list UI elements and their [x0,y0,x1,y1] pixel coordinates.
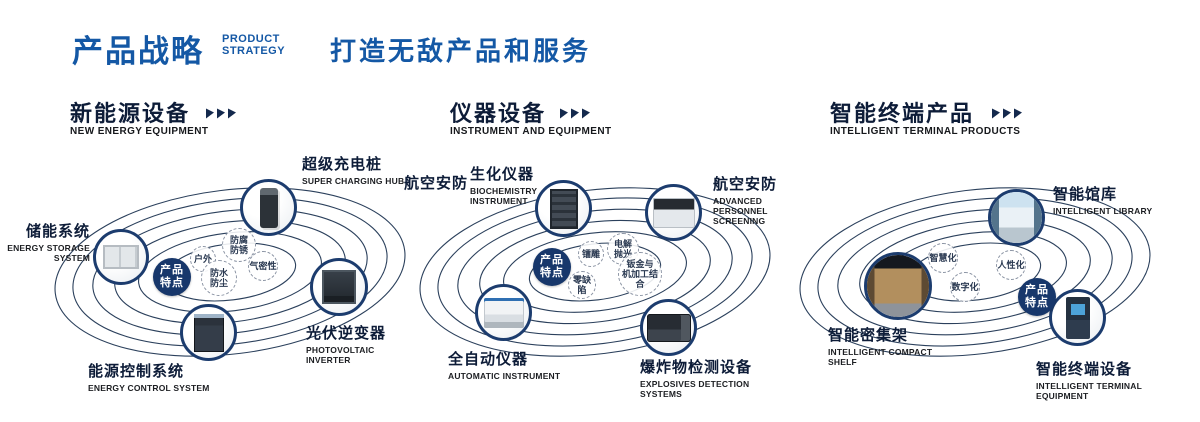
biochemistry-image [549,188,578,229]
product-label-terminal-equipment: 智能终端设备 INTELLIGENT TERMINAL EQUIPMENT [1036,358,1186,401]
section-title-intelligent-terminal: 智能终端产品 [830,101,975,126]
product-label-energy-control: 能源控制系统 ENERGY CONTROL SYSTEM [88,360,213,393]
product-label-aviation-security-left: 航空安防 [404,172,479,193]
product-name-en: SUPER CHARGING HUB [302,176,405,186]
feature-bubble-waterproof: 防水防尘 [201,260,237,296]
product-features-badge: 产品特点 [1018,278,1056,316]
feature-bubble-intelligent: 智慧化 [928,243,958,273]
automatic-instrument-image [483,297,524,328]
product-photo-pv-inverter [310,258,368,316]
triple-arrow-icon [560,106,590,120]
product-name-en: ENERGY CONTROL SYSTEM [88,383,210,393]
product-photo-energy-storage [93,229,149,285]
product-features-badge: 产品特点 [533,248,571,286]
feature-bubble-zero-defect: 零缺陷 [568,271,596,299]
product-photo-personnel-screening [645,184,702,241]
product-label-personnel-screening: 航空安防 ADVANCED PERSONNEL SCREENING [713,173,818,226]
product-label-super-charging-hub: 超级充电桩 SUPER CHARGING HUB [302,153,412,186]
product-photo-super-charging-hub [240,179,297,236]
product-label-biochemistry: 生化仪器 BIOCHEMISTRY INSTRUMENT [470,163,548,206]
product-photo-energy-control [180,304,237,361]
product-name-en: INTELLIGENT TERMINAL EQUIPMENT [1036,381,1142,401]
page-title: 产品战略 [72,34,204,69]
feature-bubble-digital: 数字化 [950,272,980,302]
product-name: 智能馆库 [1053,186,1118,203]
product-label-pv-inverter: 光伏逆变器 PHOTOVOLTAIC INVERTER [306,322,421,365]
energy-control-image [193,313,224,352]
section-subtitle-instrument: INSTRUMENT AND EQUIPMENT [450,126,612,137]
product-name: 生化仪器 [470,166,535,183]
product-photo-explosives-detection [640,299,697,356]
product-name-en: PHOTOVOLTAIC INVERTER [306,345,375,365]
product-label-automatic-instrument: 全自动仪器 AUTOMATIC INSTRUMENT [448,348,563,381]
product-photo-automatic-instrument [475,284,532,341]
section-title-new-energy: 新能源设备 [70,101,191,126]
product-name: 光伏逆变器 [306,325,387,342]
product-name-en: INTELLIGENT LIBRARY [1053,206,1153,216]
intelligent-library-image [991,192,1042,243]
feature-bubble-laser-engraving: 镭雕 [578,241,604,267]
charging-hub-image [259,187,278,228]
section-subtitle-intelligent-terminal: INTELLIGENT TERMINAL PRODUCTS [830,126,1021,137]
feature-bubble-sheetmetal-machining: 钣金与机加工结合 [618,252,662,296]
energy-storage-image [103,245,139,269]
product-name: 智能终端设备 [1036,361,1133,378]
product-name: 全自动仪器 [448,351,529,368]
triple-arrow-icon [992,106,1022,120]
section-title-instrument: 仪器设备 [450,101,547,126]
product-name: 航空安防 [713,176,778,193]
compact-shelf-image [867,255,929,317]
product-photo-compact-shelf [864,252,932,320]
product-photo-intelligent-library [988,189,1045,246]
product-name-en: BIOCHEMISTRY INSTRUMENT [470,186,538,206]
product-label-energy-storage: 储能系统 ENERGY STORAGE SYSTEM [2,220,90,263]
feature-bubble-airtight: 气密性 [248,251,278,281]
product-name-en: INTELLIGENT COMPACT SHELF [828,347,933,367]
product-photo-biochemistry [535,180,592,237]
page-title-en-line2: STRATEGY [222,45,286,57]
page-title-en: PRODUCT STRATEGY [222,33,285,57]
explosives-detection-image [646,313,691,342]
triple-arrow-icon [206,106,236,120]
page-title-en-line1: PRODUCT [222,33,280,45]
terminal-equipment-image [1065,296,1090,339]
product-name: 爆炸物检测设备 [640,359,753,376]
product-name-en: EXPLOSIVES DETECTION SYSTEMS [640,379,750,399]
page-slogan: 打造无敌产品和服务 [330,36,592,66]
product-name: 智能密集架 [828,327,909,344]
pv-inverter-image [322,270,356,304]
product-name-en: ADVANCED PERSONNEL SCREENING [713,196,768,226]
product-name-en: AUTOMATIC INSTRUMENT [448,371,561,381]
product-name: 航空安防 [404,175,469,192]
orbit-rings [799,187,1151,357]
product-features-badge: 产品特点 [153,258,191,296]
feature-bubble-humanized: 人性化 [996,250,1026,280]
product-label-explosives-detection: 爆炸物检测设备 EXPLOSIVES DETECTION SYSTEMS [640,356,790,399]
product-photo-terminal-equipment [1049,289,1106,346]
product-name-en: ENERGY STORAGE SYSTEM [7,243,90,263]
product-label-compact-shelf: 智能密集架 INTELLIGENT COMPACT SHELF [828,324,948,367]
screening-image [652,197,695,228]
product-label-intelligent-library: 智能馆库 INTELLIGENT LIBRARY [1053,183,1163,216]
product-name: 能源控制系统 [88,363,185,380]
product-name: 超级充电桩 [302,156,383,173]
product-name: 储能系统 [25,223,90,240]
section-subtitle-new-energy: NEW ENERGY EQUIPMENT [70,126,209,137]
